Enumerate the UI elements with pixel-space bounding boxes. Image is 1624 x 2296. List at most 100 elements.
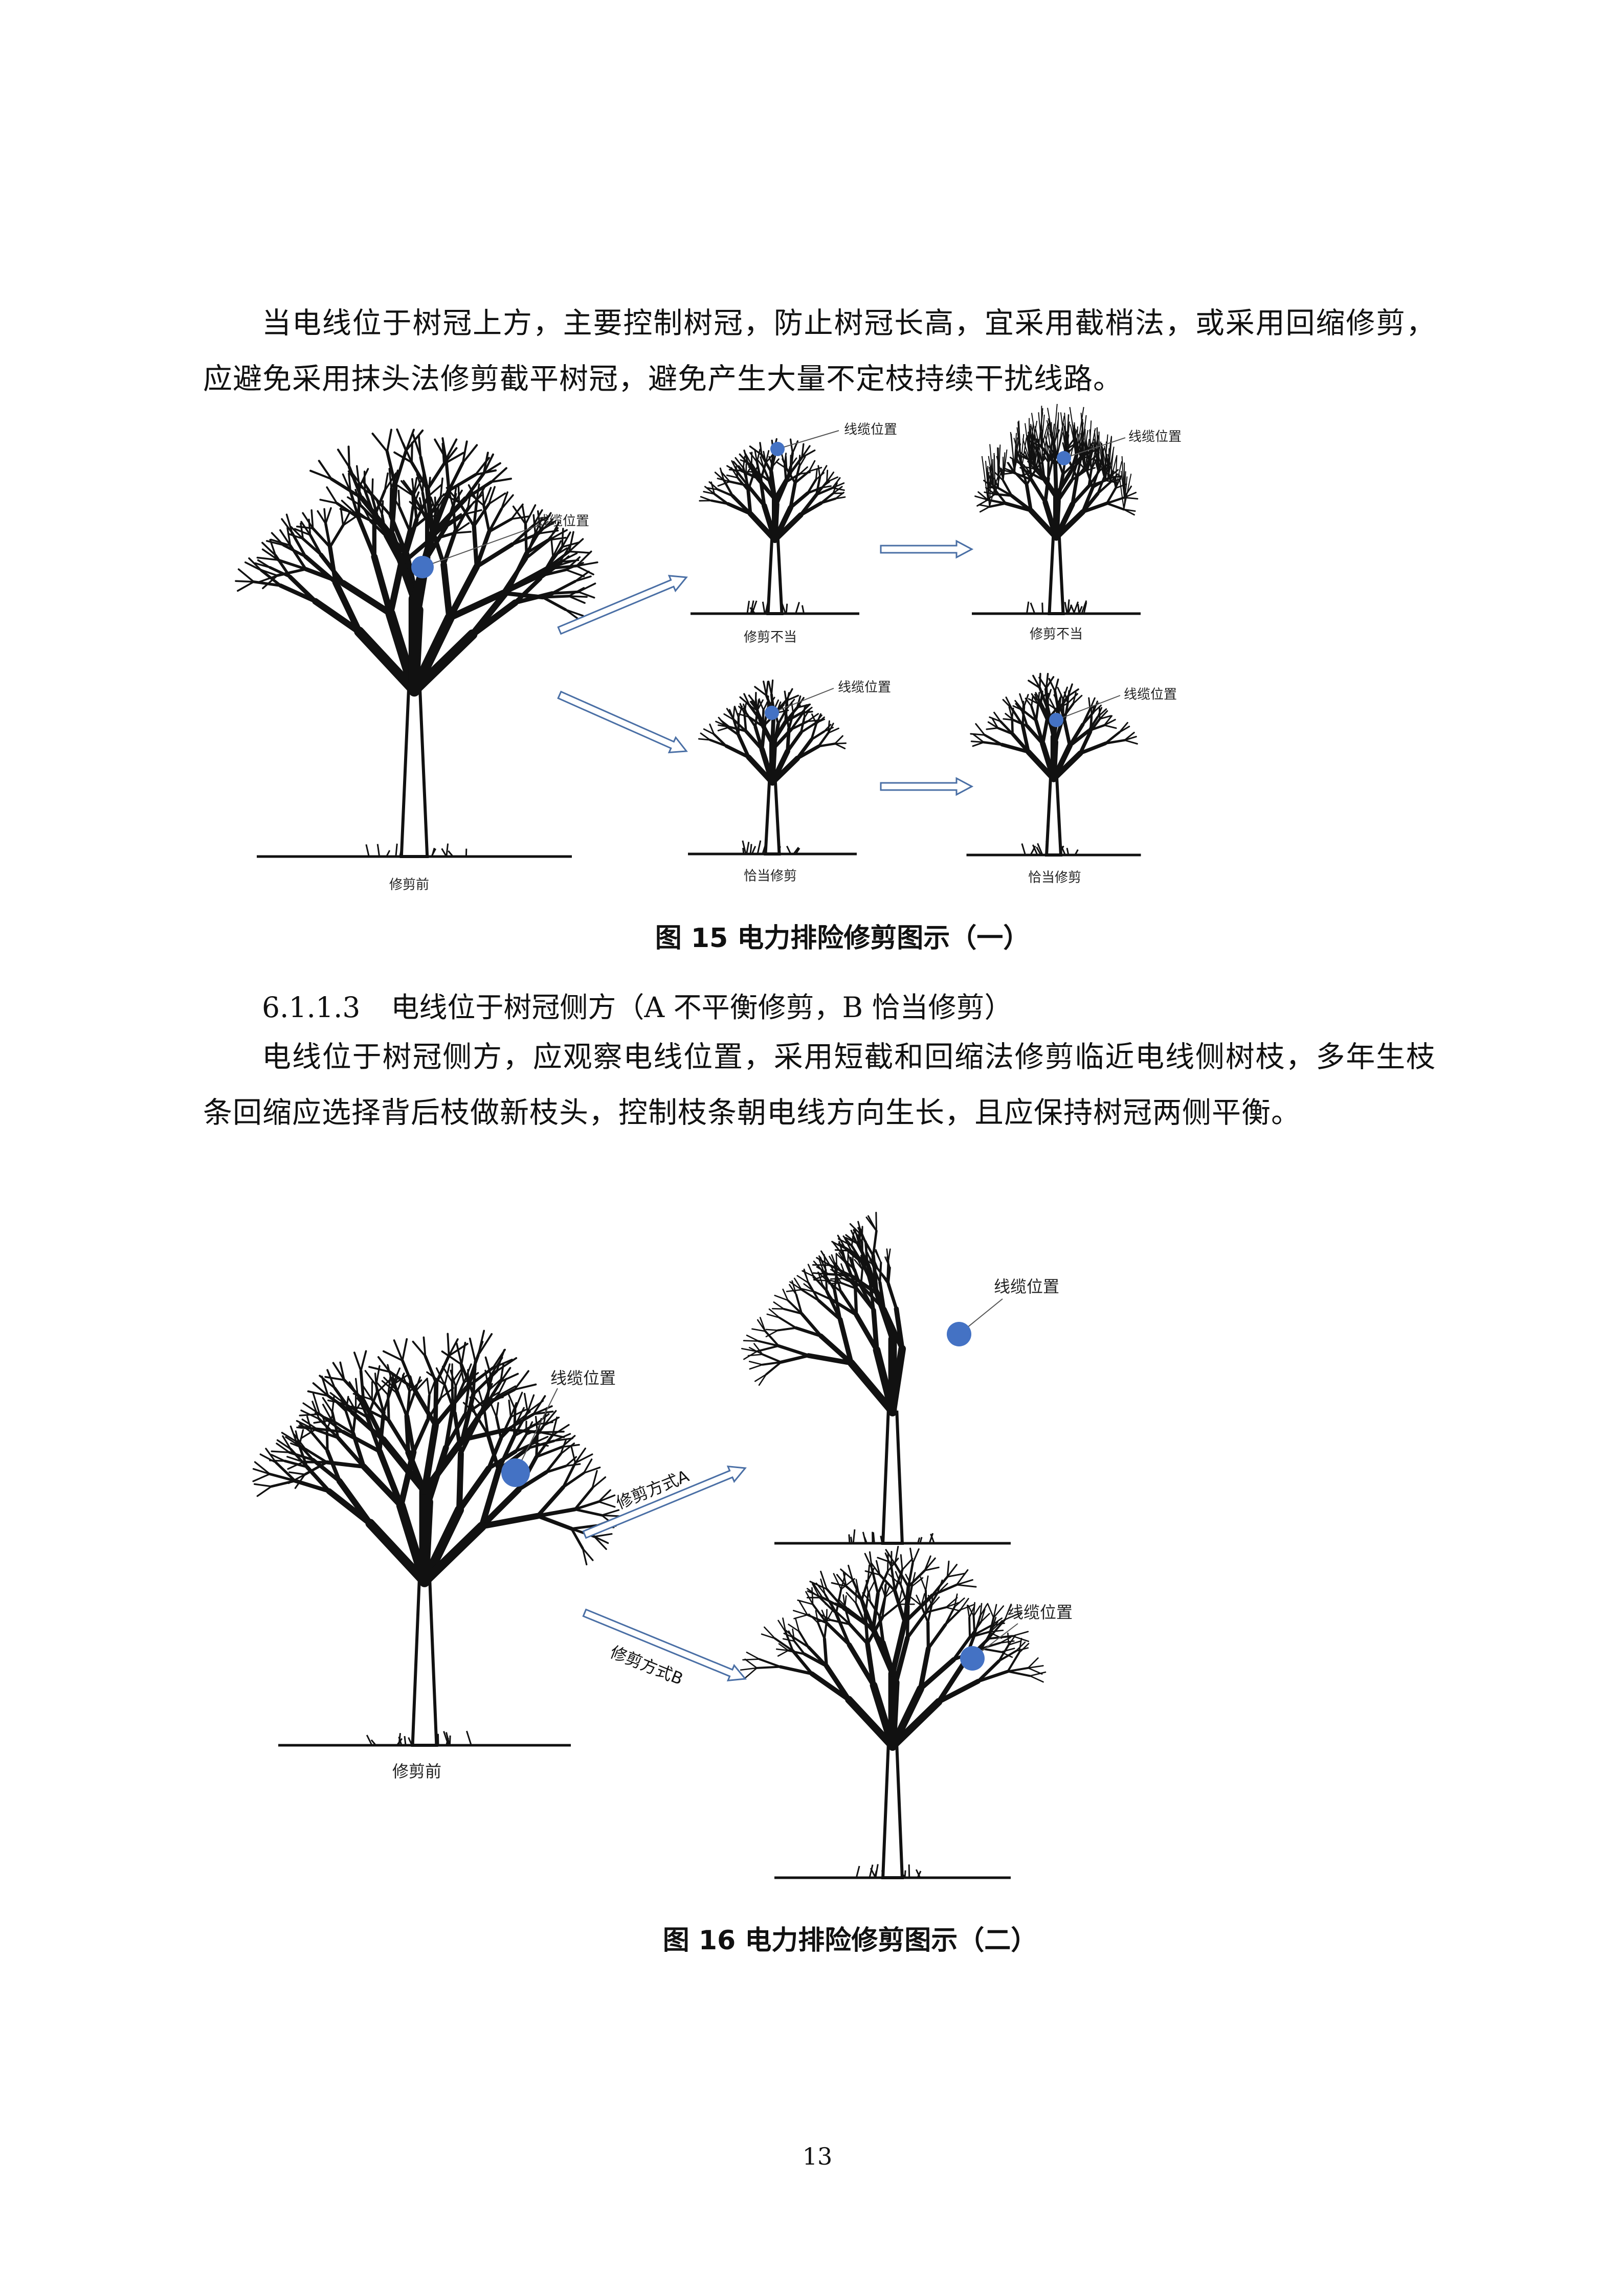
tree-branch: [796, 703, 811, 709]
sprout-twig: [1082, 419, 1085, 456]
sprout-twig: [1101, 448, 1105, 478]
tree-branch: [444, 1412, 467, 1450]
tree-branch: [1031, 695, 1034, 707]
tree-branch: [748, 694, 757, 705]
tree-branch: [516, 1407, 525, 1423]
tree-branch: [967, 1605, 974, 1617]
tree-branch: [991, 1620, 1003, 1632]
grass-tuft: [366, 1735, 373, 1746]
tree-branch: [1012, 471, 1033, 481]
tree-branch: [435, 497, 445, 512]
cable-position-dot: [770, 442, 785, 456]
tree-branch: [1023, 466, 1035, 470]
sprout-twig: [1021, 437, 1027, 468]
tree-branch: [265, 540, 284, 546]
tree-branch: [754, 686, 768, 696]
tree-branch: [497, 1378, 507, 1397]
tree-branch: [461, 440, 468, 464]
tree-branch: [973, 1624, 993, 1636]
grass-tuft: [762, 601, 766, 614]
tree-branch: [487, 492, 506, 505]
tree-branch: [842, 1607, 875, 1631]
tree-branch: [786, 727, 791, 753]
tree-branch: [792, 1628, 795, 1642]
tree-branch: [846, 1592, 857, 1604]
tree-branch: [487, 507, 503, 533]
tree-branch: [790, 714, 803, 731]
tree-branch: [577, 591, 595, 599]
grass-tuft: [795, 602, 800, 614]
tree-branch: [536, 1514, 574, 1531]
sprout-twig: [1070, 424, 1078, 453]
tree-branch: [840, 1263, 847, 1277]
tree-branch: [970, 740, 985, 744]
fig15-before-label: 修剪前: [389, 877, 430, 893]
paragraph-power-line-side: 电线位于树冠侧方，应观察电线位置，采用短截和回缩法修剪临近电线侧树枝，多年生枝条…: [203, 1040, 1436, 1130]
tree-branch: [798, 1630, 810, 1649]
tree-branch: [931, 1575, 949, 1597]
tree-branch: [808, 460, 816, 472]
tree-branch: [416, 473, 424, 494]
tree-branch: [496, 1434, 517, 1472]
tree-branch: [318, 1412, 345, 1433]
grass-tuft: [1037, 843, 1043, 856]
tree-branch: [807, 1264, 814, 1277]
tree-branch: [1007, 1632, 1010, 1646]
grass-tuft: [786, 845, 792, 854]
tree-branch: [376, 500, 383, 516]
tree-branch: [837, 1234, 847, 1250]
tree-branch: [353, 1352, 362, 1372]
tree-branch: [744, 1667, 758, 1679]
tree-branch: [1067, 683, 1073, 697]
grass-tuft: [376, 844, 381, 857]
grass-tuft: [386, 850, 391, 857]
tree-branch: [299, 1413, 321, 1416]
tree-branch: [552, 540, 562, 558]
tree-branch: [813, 1291, 834, 1301]
tree-branch: [1027, 1665, 1044, 1669]
tree-branch: [568, 538, 584, 553]
tree-branch: [397, 489, 401, 508]
tree-branch: [813, 1279, 828, 1281]
tree-branch: [1031, 434, 1042, 448]
tree-branch: [380, 1436, 428, 1495]
tree-branch: [487, 1377, 503, 1391]
tree-branch: [787, 1299, 803, 1315]
tree-branch: [506, 566, 549, 592]
tree-branch: [720, 719, 731, 728]
tree-branch: [762, 466, 771, 483]
tree-branch: [593, 1536, 607, 1550]
tree-branch: [748, 1361, 763, 1366]
tree-branch: [356, 1394, 369, 1419]
tree-branch: [760, 462, 767, 481]
tree-branch: [1124, 739, 1138, 745]
tree-branch: [568, 595, 588, 598]
tree-branch: [911, 1548, 920, 1564]
sprout-twig: [1053, 403, 1058, 444]
tree-branch: [811, 713, 817, 725]
tree-branch: [746, 461, 759, 480]
tree-branch: [700, 732, 711, 741]
fig15-caption: 图 15 电力排险修剪图示（一）: [655, 923, 1030, 954]
tree-branch: [461, 444, 478, 464]
tree-branch: [1053, 462, 1058, 498]
tree-branch: [424, 1355, 438, 1385]
tree-branch: [341, 500, 357, 515]
tree-branch: [726, 475, 739, 479]
cable-position-dot: [501, 1458, 530, 1487]
leader-line: [777, 430, 839, 449]
tree-branch: [905, 1610, 928, 1640]
tree-branch: [700, 496, 713, 502]
tree-branch: [1029, 478, 1047, 504]
tree-branch: [357, 515, 376, 559]
tree-branch: [1067, 688, 1079, 697]
tree-branch: [983, 734, 1004, 746]
tree-branch: [573, 1500, 600, 1511]
tree-branch: [434, 1354, 451, 1385]
tree-branch: [728, 709, 735, 721]
tree-branch: [1011, 732, 1031, 754]
tree-branch: [384, 472, 389, 492]
tree-branch: [376, 1448, 404, 1509]
tree-branch: [350, 1410, 386, 1443]
tree-branch: [389, 483, 398, 538]
